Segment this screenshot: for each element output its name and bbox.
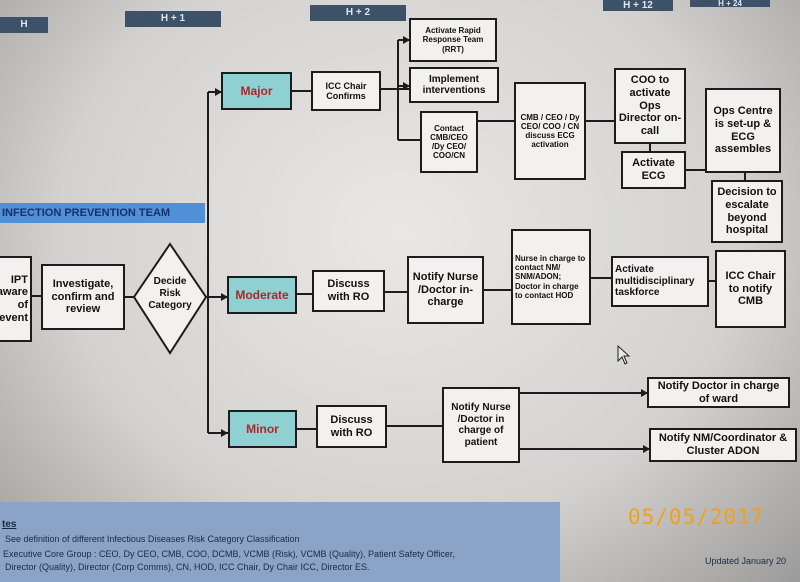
- notes-line-1: See definition of different Infectious D…: [5, 534, 300, 544]
- investigate-box: Investigate, confirm and review: [41, 264, 125, 330]
- notify-doctor-ward-box: Notify Doctor in charge of ward: [647, 377, 790, 408]
- mouse-cursor-icon: [617, 345, 631, 365]
- category-moderate: Moderate: [227, 276, 297, 314]
- header-h12: H + 12: [603, 0, 673, 11]
- taskforce-box: Activate multidisciplinary taskforce: [611, 256, 709, 307]
- header-h1: H + 1: [125, 11, 221, 27]
- notes-title: tes: [2, 519, 17, 530]
- date-stamp: 05/05/2017: [628, 505, 765, 529]
- icc-chair-notify-box: ICC Chair to notify CMB: [715, 250, 786, 328]
- header-h2: H + 2: [310, 5, 406, 21]
- contact-cmb-box: Contact CMB/CEO /Dy CEO/ COO/CN: [420, 111, 478, 173]
- header-h24: H + 24: [690, 0, 770, 7]
- discuss-ecg-box: CMB / CEO / Dy CEO/ COO / CN discuss ECG…: [514, 82, 586, 180]
- updated-text: Updated January 20: [705, 556, 787, 566]
- coo-activate-box: COO to activate Ops Director on-call: [614, 68, 686, 144]
- notes-line-2: Executive Core Group : CEO, Dy CEO, CMB,…: [3, 549, 455, 559]
- decision-diamond: [132, 242, 208, 355]
- category-major: Major: [221, 72, 292, 110]
- ipt-aware-box: IPT aware of event: [0, 256, 32, 342]
- minor-notify-box: Notify Nurse /Doctor in charge of patien…: [442, 387, 520, 463]
- moderate-discuss-ro-box: Discuss with RO: [312, 270, 385, 312]
- decision-escalate-box: Decision to escalate beyond hospital: [711, 180, 783, 243]
- icc-chair-confirms-box: ICC Chair Confirms: [311, 71, 381, 111]
- activate-rrt-box: Activate Rapid Response Team (RRT): [409, 18, 497, 62]
- decide-risk-label: Decide Risk Category: [148, 276, 192, 311]
- nurse-in-charge-box: Nurse in charge to contact NM/ SNM/ADON;…: [511, 229, 591, 325]
- notify-nm-box: Notify NM/Coordinator & Cluster ADON: [649, 428, 797, 462]
- notes-panel: [0, 502, 560, 582]
- infection-prevention-team-banner: INFECTION PREVENTION TEAM: [0, 203, 205, 223]
- moderate-notify-box: Notify Nurse /Doctor in-charge: [407, 256, 484, 324]
- ops-centre-box: Ops Centre is set-up & ECG assembles: [705, 88, 781, 173]
- notes-line-3: Director (Quality), Director (Corp Comms…: [5, 562, 370, 572]
- activate-ecg-box: Activate ECG: [621, 151, 686, 189]
- minor-discuss-ro-box: Discuss with RO: [316, 405, 387, 448]
- category-minor: Minor: [228, 410, 297, 448]
- header-h: H: [0, 17, 48, 33]
- implement-interventions-box: Implement interventions: [409, 67, 499, 103]
